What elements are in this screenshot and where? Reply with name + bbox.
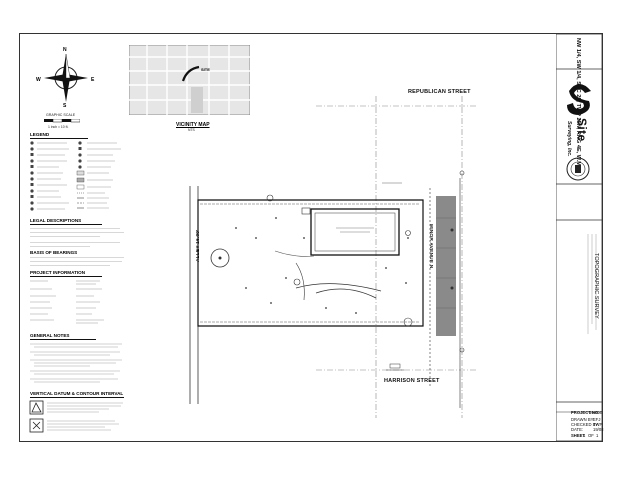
vicinity-map-subtitle: NTS xyxy=(188,128,195,132)
west-label: W xyxy=(36,77,41,83)
title-block-company-sub: Surveying, Inc. xyxy=(566,121,572,157)
east-label: E xyxy=(91,77,95,83)
survey-plan xyxy=(189,96,476,418)
project-information-title: PROJECT INFORMATION xyxy=(30,270,86,275)
vicinity-map-title: VICINITY MAP xyxy=(176,122,210,128)
general-notes-title: GENERAL NOTES xyxy=(30,333,70,338)
legend-title-bar xyxy=(30,138,88,140)
street-label-republican: REPUBLICAN STREET xyxy=(408,89,471,95)
date-label: DATE: xyxy=(571,427,584,432)
title-block-sheet-title: TOPOGRAPHIC SURVEY xyxy=(593,253,599,319)
vicinity-site-label: SITE xyxy=(201,67,210,72)
drawn-by-label: DRAWN BY: xyxy=(571,417,595,422)
project-no-value: 19-000 xyxy=(589,410,603,415)
north-label: N xyxy=(63,47,67,53)
vicinity-map xyxy=(129,45,250,115)
general-notes-text xyxy=(30,343,122,383)
south-label: S xyxy=(63,103,67,109)
sheet-label: SHEET xyxy=(571,433,585,438)
street-label-alley: ALLEY 16.00' xyxy=(196,229,201,262)
sheet-number: 1 xyxy=(583,433,586,438)
project-no-label: PROJECT NO. xyxy=(571,410,600,415)
title-block xyxy=(556,34,602,441)
sheet-border xyxy=(19,33,603,442)
title-block-company: Site xyxy=(575,118,589,142)
vertical-datum-title: VERTICAL DATUM & CONTOUR INTERVAL xyxy=(30,391,124,396)
checked-by-label: CHECKED BY: xyxy=(571,422,600,427)
graphic-scale-label: GRAPHIC SCALE xyxy=(46,113,76,117)
sheet-total: 1 xyxy=(596,433,599,438)
street-label-minor-avenue: MINOR AVENUE N xyxy=(428,224,433,269)
legend-symbols xyxy=(30,141,121,211)
checked-by-value: TWP xyxy=(593,422,603,427)
site-surveying-logo-icon xyxy=(567,84,591,115)
north-arrow-icon xyxy=(44,53,88,102)
basis-of-bearings-title: BASIS OF BEARINGS xyxy=(30,250,78,255)
date-value: 19/08 xyxy=(593,427,604,432)
vertical-datum-bar xyxy=(30,397,124,399)
sheet-of-label: OF xyxy=(588,433,594,438)
legal-descriptions-title: LEGAL DESCRIPTIONS xyxy=(30,218,82,223)
vertical-datum-section xyxy=(29,400,123,433)
project-information-table xyxy=(30,280,104,324)
general-notes-bar xyxy=(30,339,96,341)
legend-title: LEGEND xyxy=(30,132,50,137)
graphic-scale-value: 1 inch = 10 ft. xyxy=(48,125,69,129)
drawn-by-value: EFJ xyxy=(593,417,601,422)
project-title-bar xyxy=(30,276,102,278)
licensed-surveyor-seal-icon xyxy=(566,157,590,181)
graphic-scale-bar xyxy=(44,119,80,123)
legal-title-bar xyxy=(30,224,102,226)
street-label-harrison: HARRISON STREET xyxy=(384,378,440,384)
